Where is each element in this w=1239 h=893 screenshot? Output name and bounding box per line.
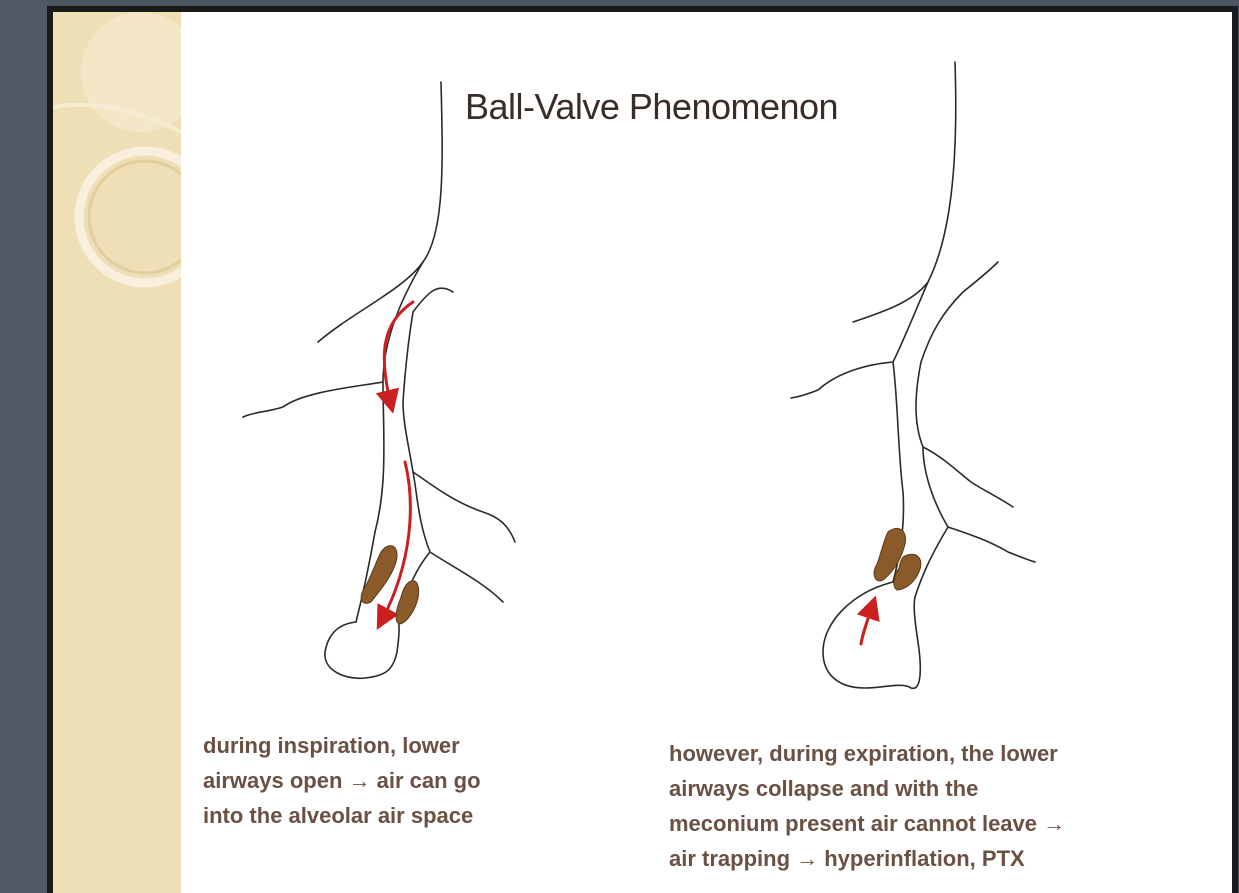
slide-canvas: Ball-Valve Phenomenon: [53, 12, 1232, 893]
airway-expiration: [791, 62, 1035, 688]
caption-inspiration-line: airways open → air can go: [203, 763, 481, 798]
caption-inspiration-line: into the alveolar air space: [203, 798, 481, 833]
slide-frame: Ball-Valve Phenomenon: [47, 6, 1238, 893]
caption-expiration-line: meconium present air cannot leave →: [669, 806, 1065, 841]
caption-expiration-line: air trapping → hyperinflation, PTX: [669, 841, 1065, 876]
caption-expiration-line: however, during expiration, the lower: [669, 736, 1065, 771]
caption-inspiration-line: during inspiration, lower: [203, 728, 481, 763]
caption-expiration-line: airways collapse and with the: [669, 771, 1065, 806]
caption-inspiration: during inspiration, lower airways open →…: [203, 728, 481, 833]
caption-expiration: however, during expiration, the lower ai…: [669, 736, 1065, 876]
meconium-plugs-expiration: [874, 528, 921, 590]
airflow-arrow-expiration: [861, 604, 873, 644]
